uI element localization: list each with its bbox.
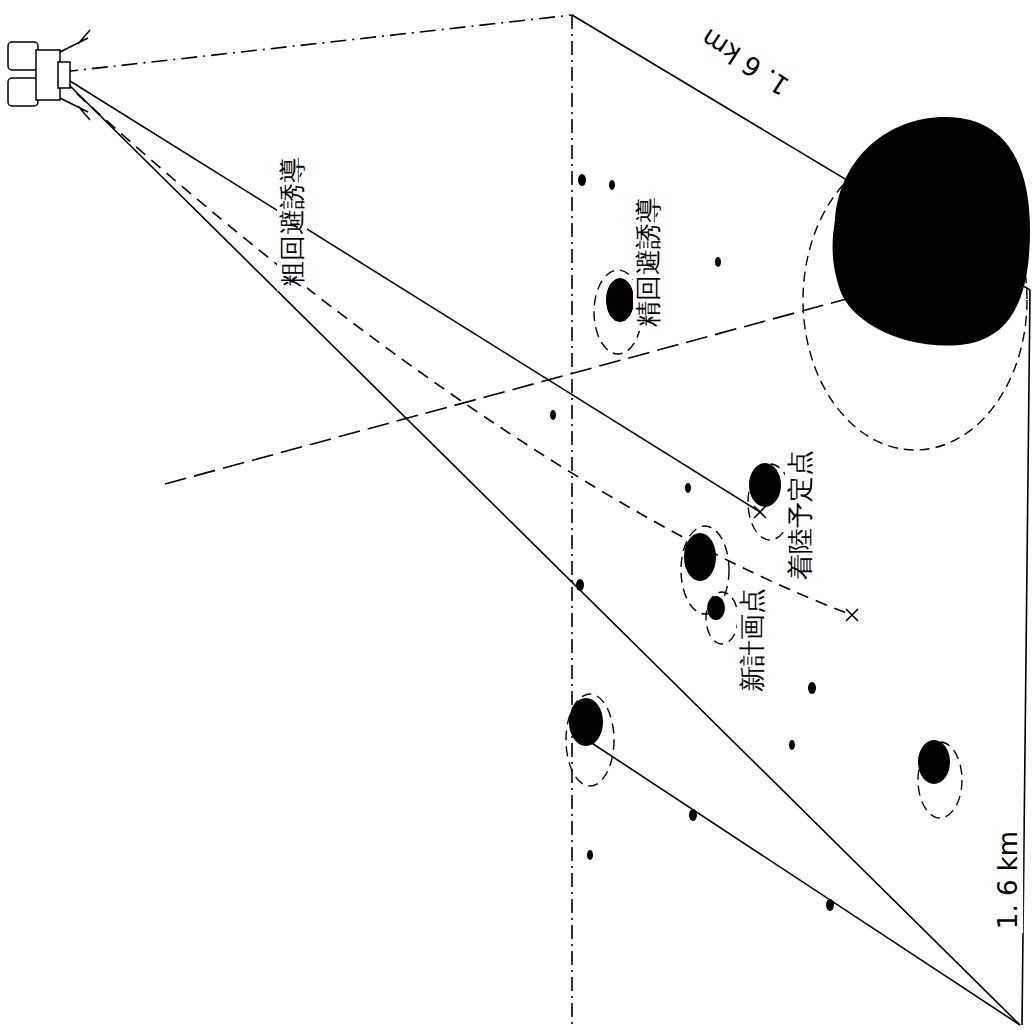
fine-avoidance-label: 精回避誘導 <box>633 193 663 331</box>
dimension-label: 1. 6 km <box>993 827 1023 933</box>
new-planned-point-label: 新計画点 <box>737 584 767 696</box>
dimension-label: 1. 6 km <box>692 20 797 103</box>
coarse-avoidance-label: 粗回避誘導 <box>277 153 307 291</box>
planned-landing-point-label: 着陸予定点 <box>785 446 815 584</box>
